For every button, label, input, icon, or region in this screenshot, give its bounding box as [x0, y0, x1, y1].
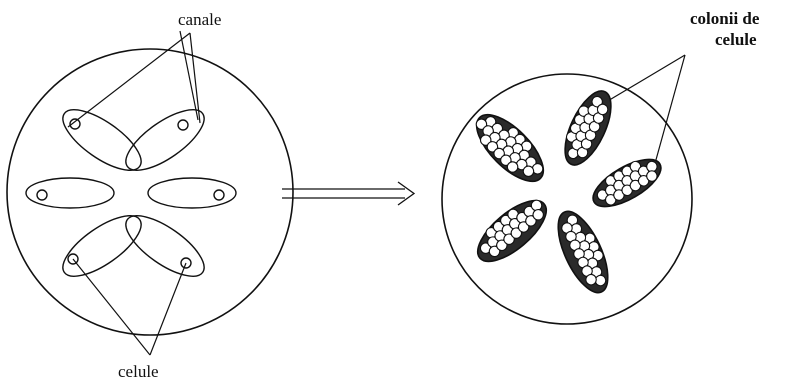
colony-right — [586, 150, 668, 216]
leader-line-celule-2 — [150, 263, 186, 355]
left-disc-group: canale celule — [7, 10, 293, 381]
label-canale: canale — [178, 10, 221, 29]
colonies-group — [466, 85, 668, 300]
cell-middle-left — [37, 190, 47, 200]
transition-arrow — [282, 182, 414, 205]
right-disc — [442, 74, 692, 324]
channel-top-left — [54, 99, 150, 181]
colony-bottom-right — [548, 205, 618, 300]
leader-line-canale-1 — [68, 33, 190, 127]
colony-top-right — [556, 85, 621, 172]
left-disc — [7, 49, 293, 335]
colony-bottom-left — [468, 190, 555, 272]
cell-top-right — [178, 120, 188, 130]
colony-top-left — [466, 104, 554, 192]
channel-bottom-left — [54, 205, 150, 287]
leader-line-celule-1 — [73, 259, 150, 355]
label-colonies-line2: celule — [715, 30, 757, 49]
channel-bottom-right — [117, 205, 213, 287]
cell-middle-right — [214, 190, 224, 200]
label-colonies-line1: colonii de — [690, 9, 760, 28]
label-celule: celule — [118, 362, 159, 381]
leader-line-colonies-1 — [601, 55, 685, 105]
leader-line-colonies-2 — [654, 55, 685, 167]
